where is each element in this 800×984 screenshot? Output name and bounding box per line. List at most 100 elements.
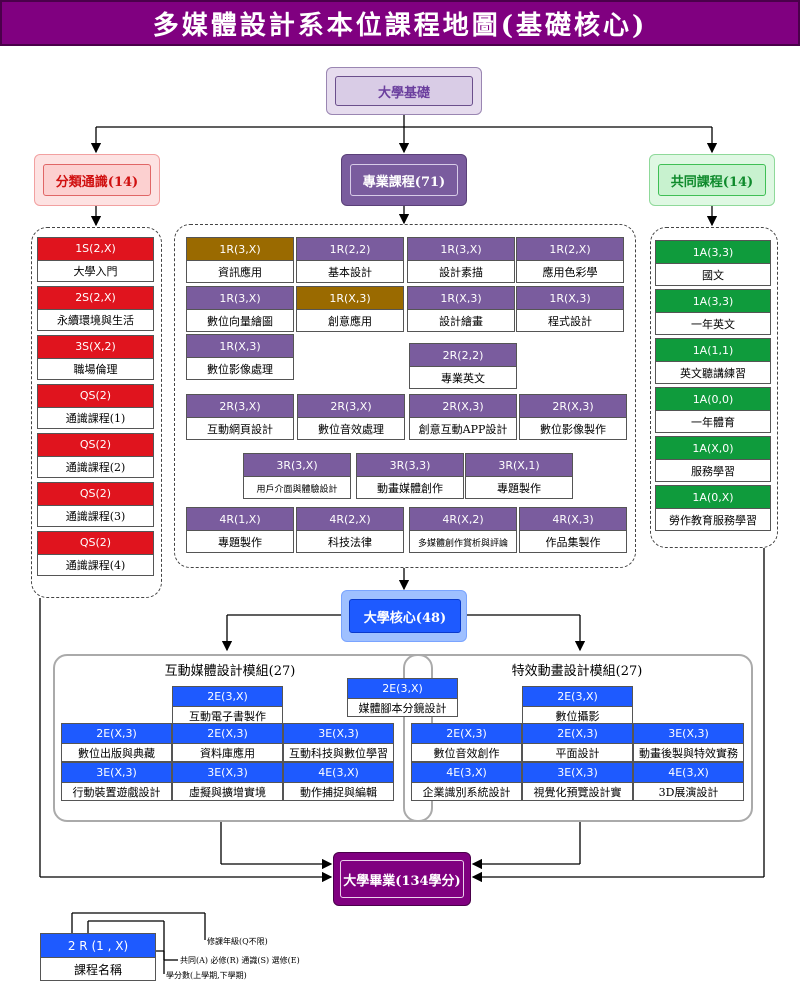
- course-code: QS(2): [38, 483, 153, 506]
- course-name: 英文聽講練習: [680, 367, 746, 380]
- foundation-node-frame: 大學基礎: [326, 67, 482, 115]
- course-name: 視覺化預覽設計實: [533, 785, 622, 799]
- page-title: 多媒體設計系本位課程地圖(基礎核心): [0, 0, 800, 46]
- course-name: 專業英文: [441, 372, 485, 385]
- module-course-card: 4E(3,X)3D展演設計: [633, 762, 744, 801]
- course-name: 基本設計: [328, 266, 372, 279]
- module-course-card: 3E(X,3)視覺化預覽設計實: [522, 762, 633, 801]
- course-name: 創意應用: [328, 315, 372, 328]
- course-name: 一年英文: [691, 318, 735, 331]
- course-code: QS(2): [38, 532, 153, 555]
- course-name: 互動科技與數位學習: [289, 746, 388, 760]
- course-code: 1A(3,3): [656, 290, 770, 313]
- course-code: QS(2): [38, 385, 153, 408]
- course-code: 4R(2,X): [297, 508, 403, 531]
- course-name: 設計素描: [439, 266, 483, 279]
- professional-course-card: 2R(3,X) 數位音效處理: [297, 394, 405, 440]
- course-name: 資訊應用: [218, 266, 262, 279]
- course-name: 大學入門: [73, 265, 118, 279]
- course-name: 虛擬與擴增實境: [189, 785, 266, 799]
- course-name: 數位影像製作: [540, 423, 606, 436]
- module-course-card: 3E(X,3)互動科技與數位學習: [283, 723, 394, 762]
- foundation-node: 大學基礎: [335, 76, 473, 106]
- module-course-card: 2E(X,3)數位出版與典藏: [61, 723, 172, 762]
- general-course-card: 2S(2,X) 永續環境與生活: [37, 286, 154, 331]
- course-code: 2E(X,3): [173, 724, 282, 744]
- course-code: 2E(X,3): [523, 724, 632, 744]
- course-name: 動作捕捉與編輯: [300, 785, 377, 799]
- course-name: 互動電子書製作: [189, 709, 266, 723]
- course-name: 平面設計: [555, 746, 600, 760]
- course-code: 4R(X,3): [520, 508, 626, 531]
- course-name: 創意互動APP設計: [418, 423, 508, 436]
- course-code: 1R(3,X): [408, 238, 514, 261]
- course-code: 3R(3,3): [357, 454, 463, 477]
- professional-course-card: 4R(1,X)專題製作: [186, 507, 294, 553]
- legend-credit-note: 學分數(上學期,下學期): [166, 971, 247, 980]
- course-code: 4R(X,2): [410, 508, 516, 531]
- professional-course-card: 1R(3,X) 設計素描: [407, 237, 515, 283]
- module-course-card: 3E(X,3) 虛擬與擴增實境: [172, 762, 283, 801]
- course-name: 職場倫理: [73, 363, 118, 377]
- general-course-card: QS(2)通識課程(4): [37, 531, 154, 576]
- course-code: 3R(X,1): [466, 454, 572, 477]
- course-name: 通識課程(2): [65, 461, 126, 475]
- general-course-card: 1S(2,X)大學入門: [37, 237, 154, 282]
- course-code: 4E(3,X): [284, 763, 393, 783]
- general-course-card: QS(2)通識課程(3): [37, 482, 154, 527]
- course-code: 1R(X,3): [408, 287, 514, 310]
- general-course-card: 3S(X,2) 職場倫理: [37, 335, 154, 380]
- common-node: 共同課程(14): [658, 164, 766, 196]
- professional-course-card: 2R(2,2)專業英文: [409, 343, 517, 389]
- course-code: 1A(0,X): [656, 486, 770, 509]
- module-course-card: 2E(X,3) 平面設計: [522, 723, 633, 762]
- course-name: 永續環境與生活: [57, 314, 134, 328]
- common-course-card: 1A(X,0)服務學習: [655, 436, 771, 482]
- course-code: 1A(1,1): [656, 339, 770, 362]
- course-code: 1A(0,0): [656, 388, 770, 411]
- professional-course-card: 4R(X,2) 多媒體創作賞析與評論: [409, 507, 517, 553]
- course-code: 3R(3,X): [244, 454, 350, 477]
- course-code: 4E(3,X): [412, 763, 521, 783]
- common-node-frame: 共同課程(14): [649, 154, 775, 206]
- course-name: 通識課程(1): [65, 412, 126, 426]
- common-course-card: 1A(3,3) 一年英文: [655, 289, 771, 335]
- course-name: 用戶介面與體驗設計: [256, 484, 338, 495]
- course-name: 資料庫應用: [200, 746, 255, 760]
- course-code: 2R(X,3): [520, 395, 626, 418]
- core-node-frame: 大學核心(48): [341, 590, 467, 642]
- course-code: 2E(3,X): [348, 679, 457, 699]
- course-name: 多媒體創作賞析與評論: [417, 538, 508, 549]
- professional-course-card: 1R(X,3)創意應用: [296, 286, 404, 332]
- course-code: 3E(X,3): [173, 763, 282, 783]
- module-course-card: 2E(3,X) 互動電子書製作: [172, 686, 283, 725]
- course-name: 專題製作: [218, 536, 262, 549]
- course-name: 數位音效創作: [433, 746, 500, 760]
- core-node: 大學核心(48): [349, 599, 461, 633]
- common-course-card: 1A(3,3) 國文: [655, 240, 771, 286]
- professional-course-card: 3R(3,X) 用戶介面與體驗設計: [243, 453, 351, 499]
- course-name: 行動裝置遊戲設計: [72, 785, 161, 799]
- course-name: 服務學習: [691, 465, 735, 478]
- legend-sample-name: 課程名稱: [73, 963, 122, 977]
- professional-course-card: 1R(X,3)程式設計: [516, 286, 624, 332]
- course-name: 數位向量繪圖: [207, 315, 273, 328]
- course-name: 數位音效處理: [318, 423, 384, 436]
- course-code: 2E(X,3): [62, 724, 171, 744]
- module-course-card: 2E(3,X)媒體腳本分鏡設計: [347, 678, 458, 717]
- course-code: 2E(3,X): [173, 687, 282, 707]
- course-name: 國文: [702, 269, 724, 282]
- course-code: 1R(2,2): [297, 238, 403, 261]
- professional-node: 專業課程(71): [350, 164, 458, 196]
- course-name: 互動網頁設計: [207, 423, 273, 436]
- module-course-card: 3E(X,3)動畫後製與特效實務: [633, 723, 744, 762]
- professional-course-card: 1R(2,2) 基本設計: [296, 237, 404, 283]
- course-code: 1A(3,3): [656, 241, 770, 264]
- course-code: 3S(X,2): [38, 336, 153, 359]
- course-code: 2S(2,X): [38, 287, 153, 310]
- module-course-card: 4E(3,X) 企業識別系統設計: [411, 762, 522, 801]
- professional-course-card: 1R(2,X)應用色彩學: [516, 237, 624, 283]
- course-name: 企業識別系統設計: [422, 785, 511, 799]
- course-code: 2R(3,X): [298, 395, 404, 418]
- common-course-card: 1A(0,X)勞作教育服務學習: [655, 485, 771, 531]
